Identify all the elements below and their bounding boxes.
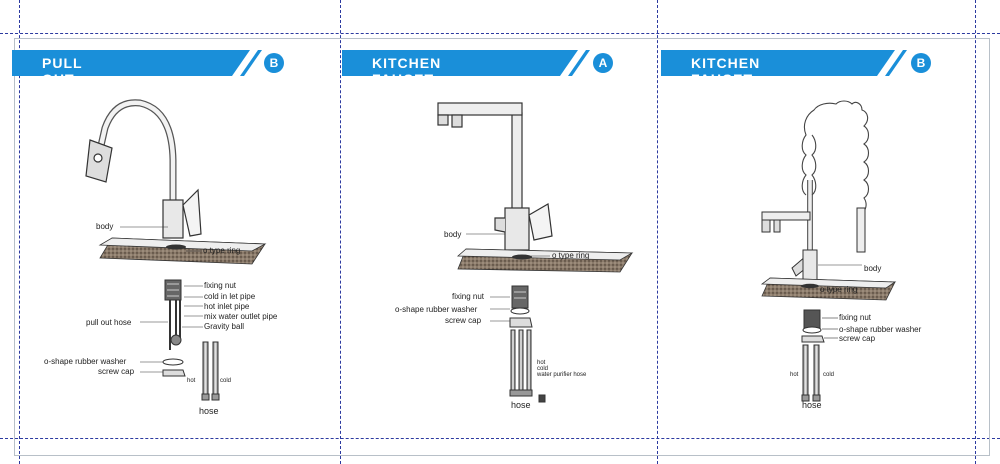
label-washer: o-shape rubber washer — [839, 325, 922, 334]
label-mix-water-outlet-pipe: mix water outlet pipe — [204, 312, 278, 321]
label-hose: hose — [199, 406, 219, 416]
page-frame — [14, 38, 990, 456]
label-washer: o-shape rubber washer — [44, 357, 127, 366]
label-hot-inlet-pipe: hot inlet pipe — [204, 302, 250, 311]
label-cold: cold — [220, 378, 232, 384]
label-washer: o-shape rubber washer — [395, 305, 478, 314]
kitchen-faucet-b-drawing — [761, 100, 870, 281]
label-hose: hose — [802, 400, 822, 410]
label-fixing-nut: fixing nut — [204, 281, 237, 290]
label-hot: hot — [187, 378, 196, 384]
kitchen-faucet-a-drawing — [437, 102, 553, 251]
panel-title: PULL OUT FAUCET — [42, 55, 104, 103]
label-screw-cap: screw cap — [98, 367, 135, 376]
panel-badge: B — [264, 53, 284, 73]
pull-out-faucet-drawing — [85, 99, 202, 248]
label-hot: hot — [537, 360, 546, 366]
label-o-type-ring: o type ring — [820, 285, 858, 294]
label-fixing-nut: fixing nut — [452, 292, 485, 301]
label-body: body — [864, 264, 882, 273]
panel-title: KITCHEN FAUCET — [691, 55, 761, 87]
panel-badge: A — [593, 53, 613, 73]
label-fixing-nut: fixing nut — [839, 313, 872, 322]
label-o-type-ring: o type ring — [203, 246, 241, 255]
guide-line — [0, 33, 1000, 34]
guide-line — [340, 0, 341, 464]
label-o-type-ring: o type ring — [552, 251, 590, 260]
label-screw-cap: screw cap — [839, 334, 876, 343]
label-cold: cold — [823, 372, 835, 378]
guide-line — [657, 0, 658, 464]
label-pull-out-hose: pull out hose — [86, 318, 132, 327]
label-water-purifier-hose: water purifier hose — [537, 372, 587, 378]
guide-line — [19, 0, 20, 464]
label-body: body — [96, 222, 114, 231]
label-hot: hot — [790, 372, 799, 378]
guide-line — [0, 438, 1000, 439]
label-gravity-ball: Gravity ball — [204, 322, 245, 331]
label-cold: cold — [537, 366, 549, 372]
label-body: body — [444, 230, 462, 239]
label-hose: hose — [511, 400, 531, 410]
panel-badge: B — [911, 53, 931, 73]
label-screw-cap: screw cap — [445, 316, 482, 325]
label-cold-inlet-pipe: cold in let pipe — [204, 292, 256, 301]
guide-line — [975, 0, 976, 464]
panel-title: KITCHEN FAUCET — [372, 55, 442, 87]
